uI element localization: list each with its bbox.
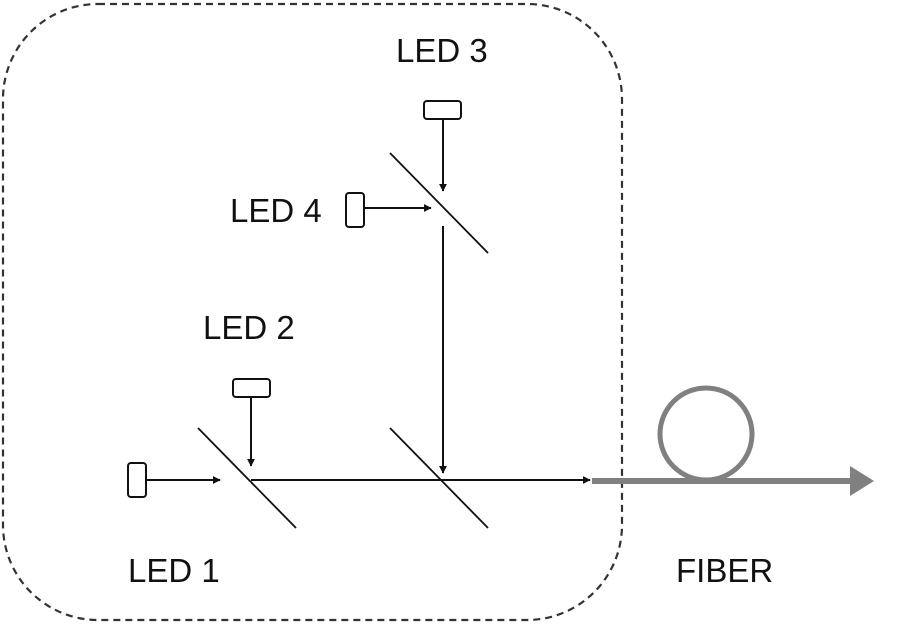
led1-source bbox=[127, 462, 147, 498]
fiber-loop bbox=[657, 385, 755, 483]
fiber-arrowhead bbox=[850, 466, 874, 496]
led3-source bbox=[423, 100, 462, 120]
led4-label: LED 4 bbox=[230, 192, 322, 229]
dichroic-mirror-2 bbox=[389, 427, 489, 529]
led4-source bbox=[345, 192, 365, 228]
fiber-label: FIBER bbox=[676, 552, 773, 589]
led2-label: LED 2 bbox=[203, 309, 295, 346]
dichroic-mirror-3 bbox=[389, 152, 489, 254]
dichroic-mirror-1 bbox=[197, 427, 297, 529]
led3-label: LED 3 bbox=[396, 32, 488, 69]
module-enclosure bbox=[1, 2, 624, 622]
led1-label: LED 1 bbox=[128, 552, 220, 589]
led2-source bbox=[232, 378, 271, 398]
